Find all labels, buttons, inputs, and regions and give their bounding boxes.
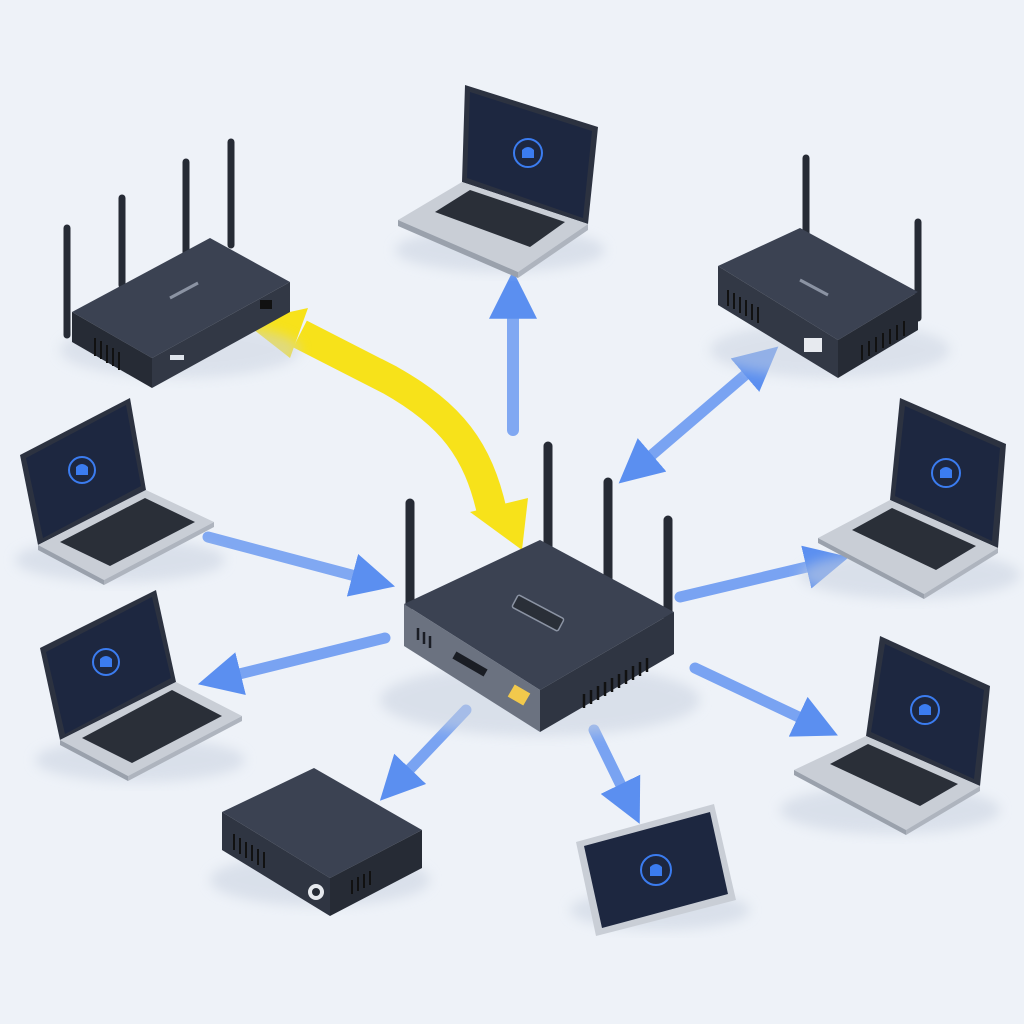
laptop-top-center — [395, 85, 605, 278]
highlight-arrowhead-to-hub — [470, 498, 528, 550]
highlight-arrow-body — [293, 320, 507, 516]
arrow-laptop-left-upper-to-hub — [202, 531, 396, 597]
status-led — [507, 684, 531, 706]
laptop-left-lower — [35, 590, 245, 782]
box-bottom-left — [210, 768, 430, 916]
arrow-hub-to-laptop-right-lower — [689, 662, 838, 737]
arrow-hub-to-laptop-left-lower — [197, 632, 391, 696]
laptop-right-lower — [780, 636, 1000, 835]
hub-router — [380, 441, 700, 736]
router-top-right — [710, 154, 950, 378]
router-top-left — [60, 138, 300, 388]
arrow-hub-to-tablet — [588, 724, 641, 824]
arrow-hub-to-router-top-right — [618, 346, 779, 484]
tablet-bottom-center — [570, 804, 750, 936]
laptop-right-upper — [800, 398, 1020, 599]
laptop-left-upper — [15, 398, 225, 585]
